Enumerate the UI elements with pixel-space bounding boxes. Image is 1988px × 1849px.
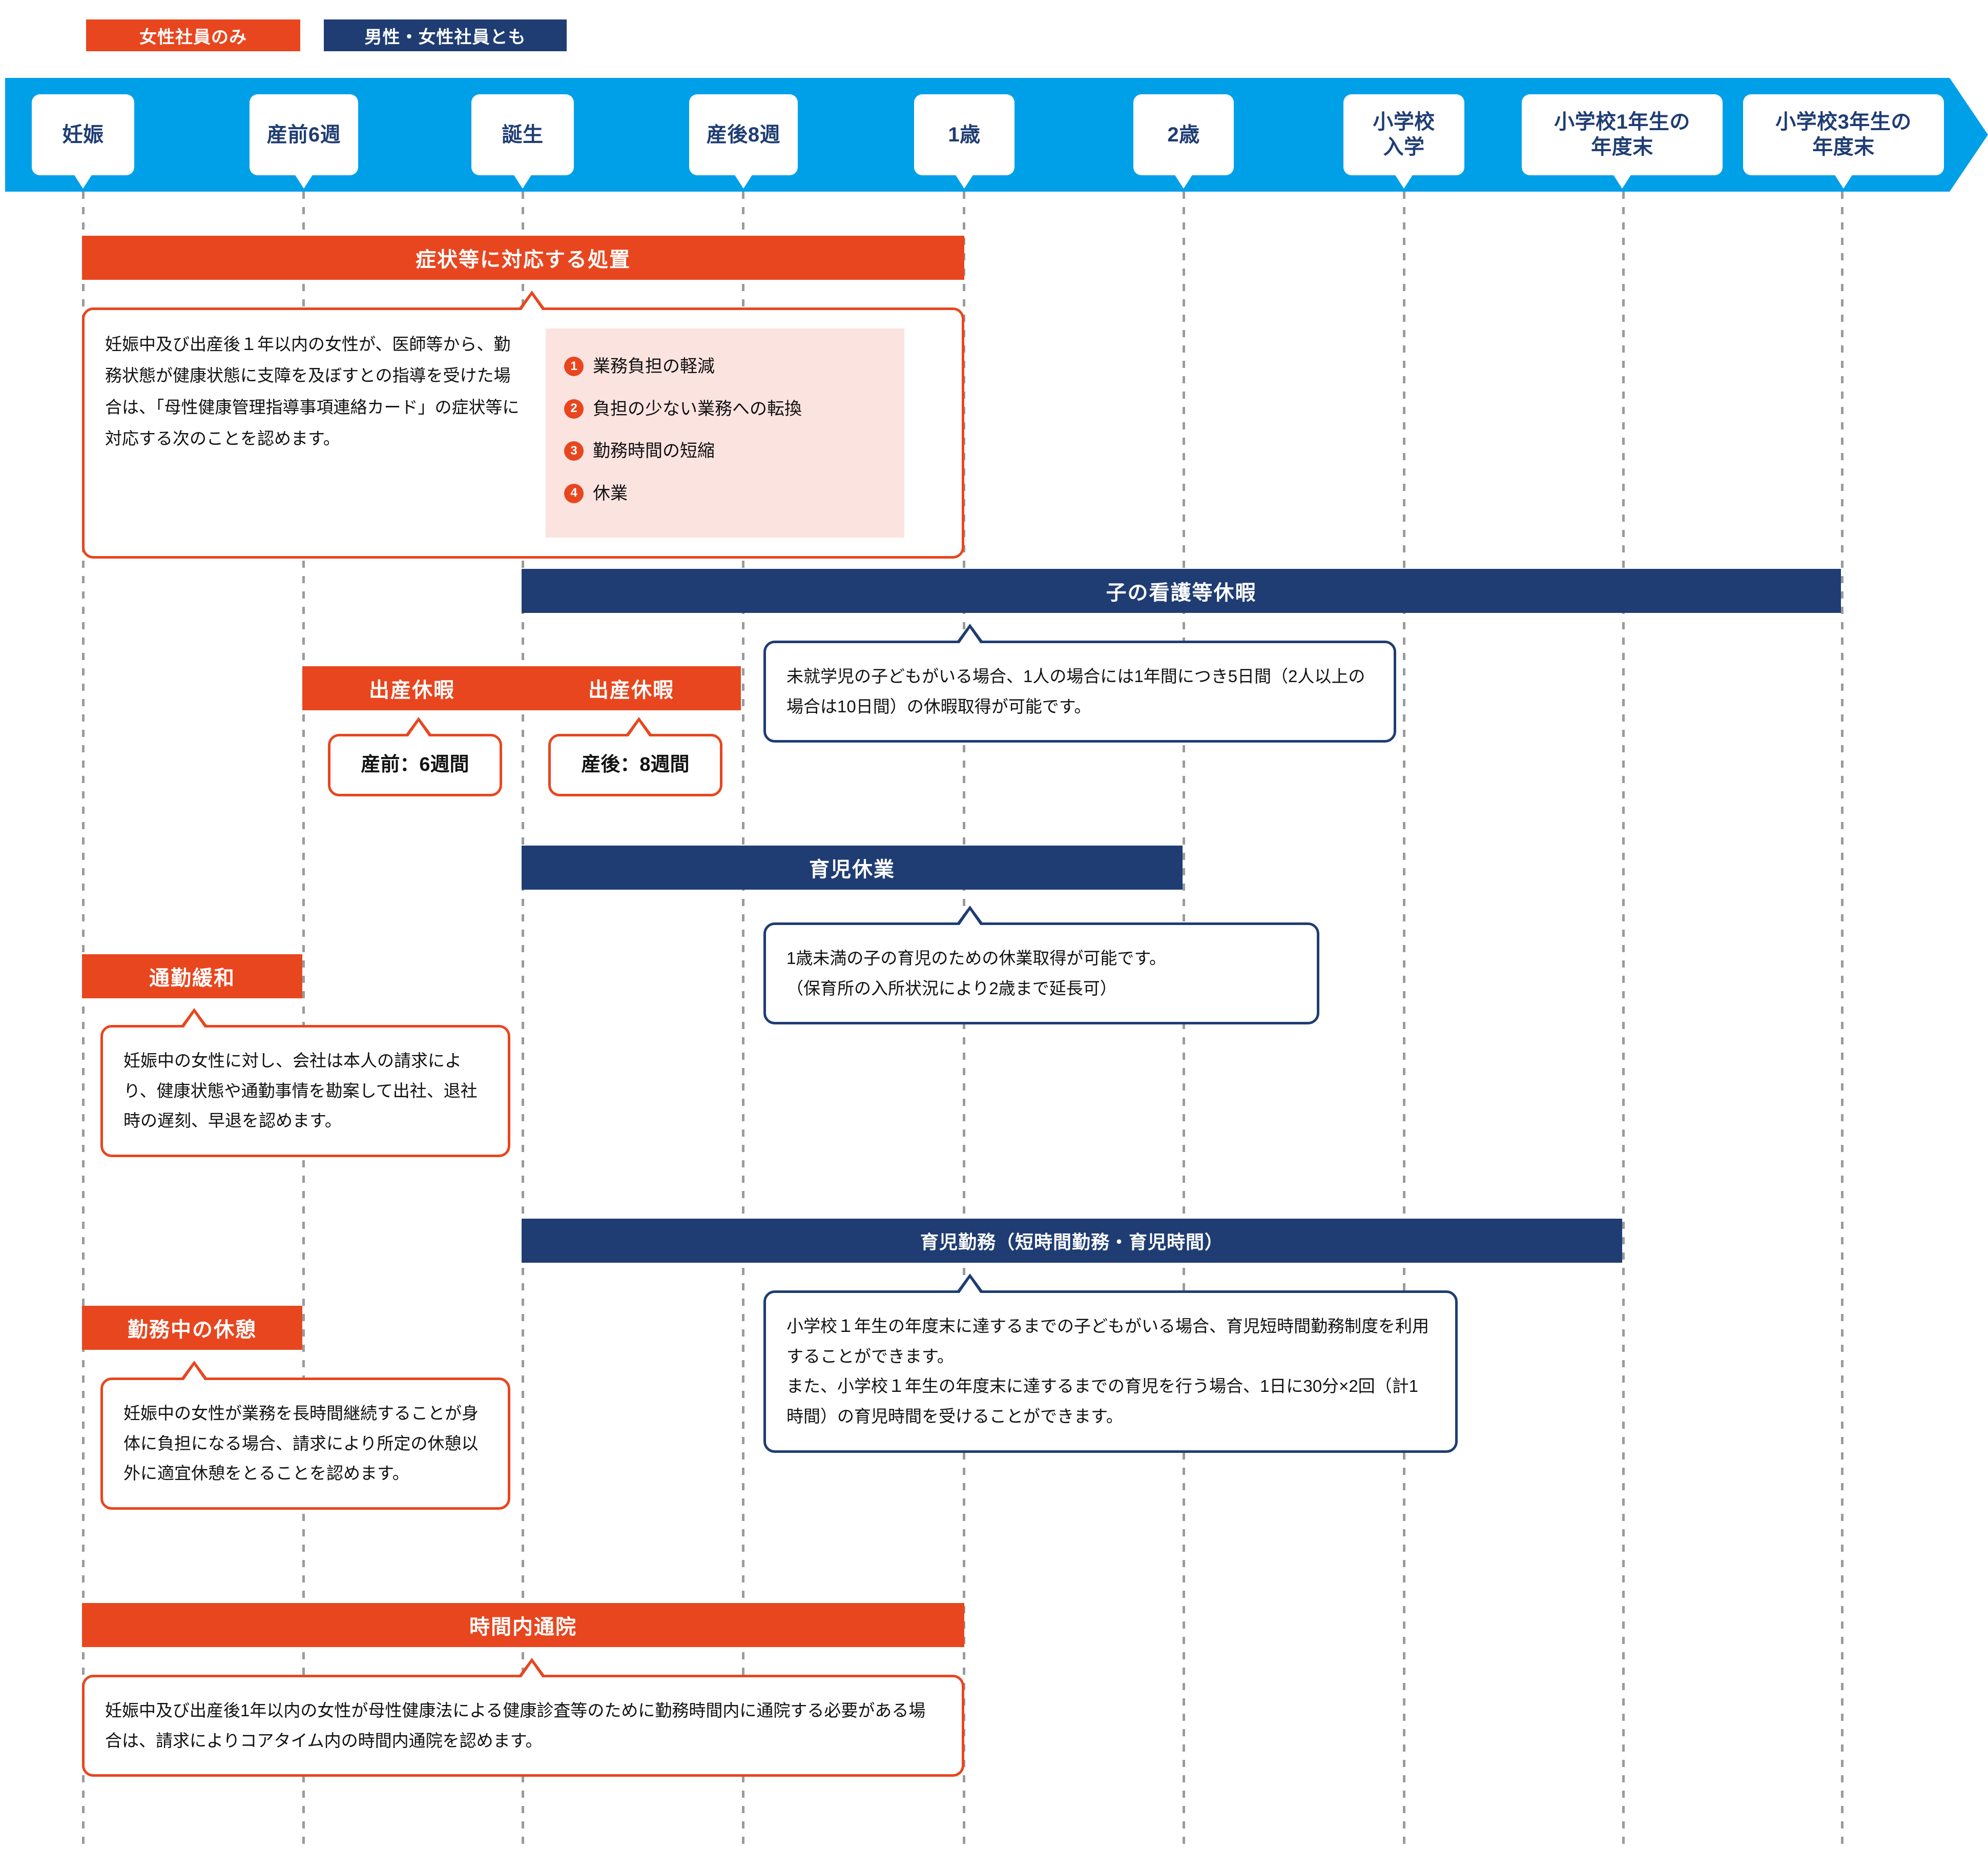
symptom-measures-list: 1 業務負担の軽減 2 負担の少ない業務への転換 3 勤務時間の短縮 4 休業 <box>546 328 904 538</box>
timeline-node-label-line1: 小学校3年生の <box>1775 111 1912 134</box>
band-maternity-leave-after: 出産休暇 <box>522 666 741 710</box>
bubble-tail-inner <box>959 1278 981 1293</box>
bubble-symptom-measures: 妊娠中及び出産後１年以内の女性が、医師等から、勤務状態が健康状態に支障を及ぼすと… <box>82 291 964 559</box>
band-title: 出産休暇 <box>369 679 455 702</box>
list-item: 3 勤務時間の短縮 <box>564 436 886 467</box>
guide-line-grade3-year-end <box>1841 192 1844 1849</box>
band-title: 通勤緩和 <box>149 967 235 990</box>
commute-relief-body: 妊娠中の女性に対し、会社は本人の請求により、健康状態や通勤事情を勘案して出社、退… <box>123 1051 478 1131</box>
bubble-tail-inner <box>183 1013 205 1028</box>
band-title: 育児休業 <box>809 858 895 881</box>
timeline-node-label: 誕生 <box>502 123 544 146</box>
list-number-badge: 2 <box>564 399 584 419</box>
list-item: 4 休業 <box>564 478 886 509</box>
childcare-leave-body-line1: 1歳未満の子の育児のための休業取得が可能です。 <box>786 949 1167 968</box>
timeline-node-age-1: 1歳 <box>914 94 1014 175</box>
maternity-leave-before-body: 産前：6週間 <box>361 754 469 776</box>
legend-female-only: 女性社員のみ <box>86 19 300 51</box>
child-nursing-leave-body: 未就学児の子どもがいる場合、1人の場合には1年間につき5日間（2人以上の場合は1… <box>786 667 1365 716</box>
legend: 女性社員のみ 男性・女性社員とも <box>86 19 567 51</box>
band-title: 症状等に対応する処置 <box>416 249 631 271</box>
band-maternity-leave-before: 出産休暇 <box>302 666 522 710</box>
band-child-nursing-leave: 子の看護等休暇 <box>522 569 1841 613</box>
hospital-visit-body: 妊娠中及び出産後1年以内の女性が母性健康法による健康診査等のために勤務時間内に通… <box>105 1701 926 1750</box>
band-childcare-work: 育児勤務（短時間勤務・育児時間） <box>522 1219 1622 1263</box>
guide-line-grade1-year-end <box>1622 192 1625 1849</box>
list-item: 1 業務負担の軽減 <box>564 351 886 382</box>
list-item-label: 勤務時間の短縮 <box>593 441 715 461</box>
timeline-node-label-line1: 小学校 <box>1373 111 1435 134</box>
list-item-label: 負担の少ない業務への転換 <box>593 399 802 419</box>
bubble-commute-relief: 妊娠中の女性に対し、会社は本人の請求により、健康状態や通勤事情を勘案して出社、退… <box>100 1008 510 1158</box>
bubble-tail-inner <box>183 1365 205 1381</box>
band-symptom-measures: 症状等に対応する処置 <box>82 236 964 280</box>
band-title: 出産休暇 <box>588 679 674 702</box>
bubble-maternity-leave-after: 産後：8週間 <box>548 717 722 796</box>
list-item: 2 負担の少ない業務への転換 <box>564 394 886 425</box>
timeline-node-label: 1歳 <box>948 123 981 146</box>
childcare-leave-body-line2: （保育所の入所状況により2歳まで延長可） <box>786 978 1117 998</box>
bubble-childcare-work: 小学校１年生の年度末に達するまでの子どもがいる場合、育児短時間勤務制度を利用する… <box>763 1273 1458 1453</box>
bubble-child-nursing-leave: 未就学児の子どもがいる場合、1人の場合には1年間につき5日間（2人以上の場合は1… <box>763 624 1396 743</box>
band-childcare-leave: 育児休業 <box>522 846 1183 890</box>
break-during-work-body: 妊娠中の女性が業務を長時間継続することが身体に負担になる場合、請求により所定の休… <box>123 1404 479 1483</box>
timeline-node-grade3-year-end: 小学校3年生の 年度末 <box>1743 94 1944 175</box>
timeline-node-label-line2: 年度末 <box>1591 136 1653 158</box>
bubble-hospital-visit: 妊娠中及び出産後1年以内の女性が母性健康法による健康診査等のために勤務時間内に通… <box>82 1658 964 1777</box>
bubble-break-during-work: 妊娠中の女性が業務を長時間継続することが身体に負担になる場合、請求により所定の休… <box>100 1361 510 1510</box>
bubble-maternity-leave-before: 産前：6週間 <box>328 717 502 796</box>
timeline-node-label: 2歳 <box>1167 123 1200 146</box>
timeline-node-pregnancy: 妊娠 <box>32 94 134 175</box>
bubble-tail-inner <box>521 1662 543 1678</box>
bubble-tail-inner <box>959 910 981 926</box>
symptom-measures-body: 妊娠中及び出産後１年以内の女性が、医師等から、勤務状態が健康状態に支障を及ぼすと… <box>105 335 520 448</box>
guide-line-birth <box>522 192 524 1849</box>
band-break-during-work: 勤務中の休憩 <box>82 1306 302 1350</box>
list-number-badge: 3 <box>564 441 584 461</box>
bubble-tail-inner <box>521 295 543 311</box>
timeline-node-label: 産後8週 <box>706 123 781 146</box>
list-item-label: 休業 <box>593 483 628 503</box>
bubble-tail-inner <box>408 722 429 737</box>
bubble-childcare-leave: 1歳未満の子の育児のための休業取得が可能です。 （保育所の入所状況により2歳まで… <box>763 906 1319 1025</box>
list-number-badge: 4 <box>564 483 584 503</box>
band-title: 勤務中の休憩 <box>128 1319 257 1341</box>
timeline-node-label: 産前6週 <box>266 123 341 146</box>
maternity-leave-after-body: 産後：8週間 <box>581 754 690 776</box>
childcare-work-body-line1: 小学校１年生の年度末に達するまでの子どもがいる場合、育児短時間勤務制度を利用する… <box>786 1317 1429 1366</box>
band-title: 子の看護等休暇 <box>1106 582 1257 604</box>
timeline-node-8weeks-after: 産後8週 <box>689 94 798 175</box>
childcare-work-body-line2: また、小学校１年生の年度末に達するまでの育児を行う場合、1日に30分×2回（計1… <box>786 1377 1419 1426</box>
band-commute-relief: 通勤緩和 <box>82 954 302 998</box>
bubble-tail-inner <box>959 628 981 644</box>
list-item-label: 業務負担の軽減 <box>593 357 715 376</box>
timeline-node-birth: 誕生 <box>471 94 574 175</box>
legend-both-genders: 男性・女性社員とも <box>324 19 567 51</box>
timeline-node-6weeks-before: 産前6週 <box>250 94 358 175</box>
band-hospital-visit: 時間内通院 <box>82 1603 964 1647</box>
band-title: 時間内通院 <box>469 1616 577 1638</box>
guide-line-elementary-entry <box>1403 192 1405 1849</box>
timeline-node-label-line2: 年度末 <box>1812 136 1875 158</box>
guide-line-8weeks-after <box>742 192 744 1849</box>
timeline-node-label: 妊娠 <box>62 123 104 146</box>
guide-line-6weeks-before <box>302 192 305 1849</box>
timeline-node-grade1-year-end: 小学校1年生の 年度末 <box>1522 94 1723 175</box>
band-title: 育児勤務（短時間勤務・育児時間） <box>920 1231 1224 1252</box>
timeline-node-elementary-entry: 小学校 入学 <box>1343 94 1464 175</box>
bubble-tail-inner <box>628 722 650 737</box>
timeline-node-label-line1: 小学校1年生の <box>1554 111 1690 134</box>
timeline-node-label-line2: 入学 <box>1383 136 1425 158</box>
list-number-badge: 1 <box>564 357 584 377</box>
guide-line-pregnancy <box>82 192 85 1849</box>
timeline-node-age-2: 2歳 <box>1133 94 1234 175</box>
